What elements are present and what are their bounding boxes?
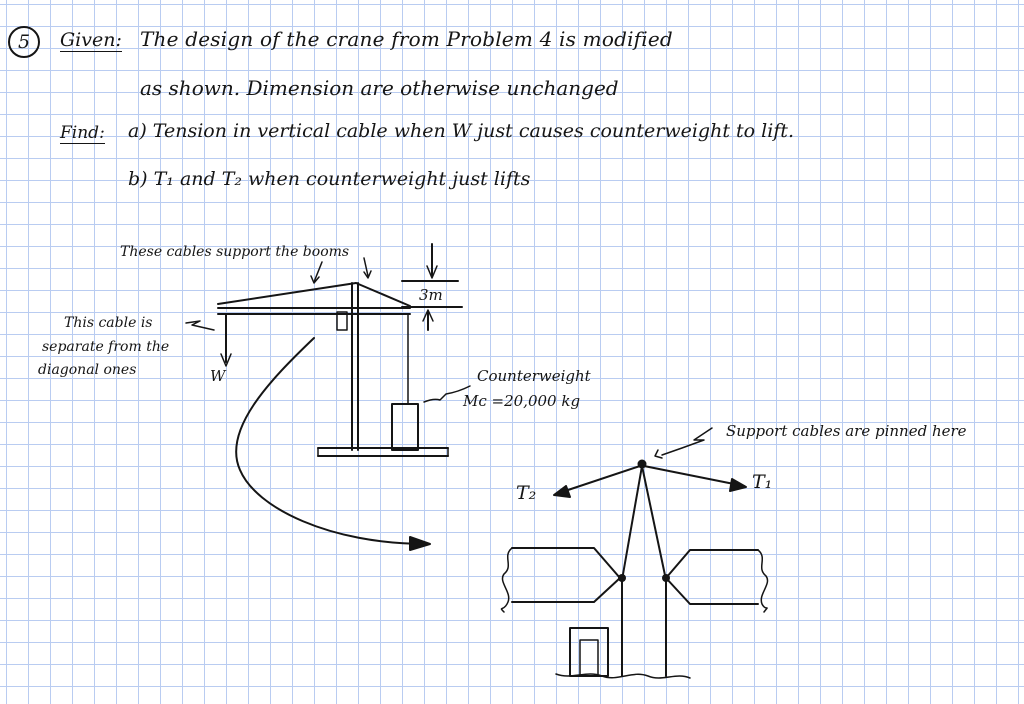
t2-label: T₂ xyxy=(516,482,537,504)
given-label: Given: xyxy=(60,29,122,52)
detail-right-jib xyxy=(665,549,759,605)
t1-label: T₁ xyxy=(752,471,773,493)
right-diagonal-cable xyxy=(355,282,411,307)
cab xyxy=(336,311,348,331)
detail-mast-right-diag xyxy=(641,465,667,581)
t2-force-arrow xyxy=(555,465,641,495)
detail-mast-left-diag xyxy=(621,465,643,581)
counterweight-block xyxy=(391,403,419,451)
detail-ground xyxy=(555,673,691,679)
detail-left-jib xyxy=(511,547,621,603)
pin-note-leader xyxy=(661,427,713,456)
detail-diagram xyxy=(500,427,769,679)
separate-cable-note-line-1: This cable is xyxy=(64,315,153,331)
problem-number: 5 xyxy=(8,26,40,58)
given-statement-line-1: The design of the crane from Problem 4 i… xyxy=(140,27,673,51)
find-part-b: b) T₁ and T₂ when counterweight just lif… xyxy=(128,168,531,190)
separate-cable-note-line-2: separate from the xyxy=(42,339,170,355)
load-label: W xyxy=(210,367,226,385)
separate-cable-note-line-3: diagonal ones xyxy=(38,362,137,378)
t1-force-arrow xyxy=(643,465,745,487)
find-label: Find: xyxy=(60,123,105,144)
counterweight-label: Counterweight xyxy=(477,367,591,385)
left-diagonal-cable xyxy=(217,282,357,305)
detail-arrow xyxy=(235,337,427,545)
pin-note: Support cables are pinned here xyxy=(726,422,967,440)
crane-diagram xyxy=(185,243,471,551)
find-part-a: a) Tension in vertical cable when W just… xyxy=(128,120,794,142)
counterweight-mass-label: Mᴄ =20,000 kg xyxy=(463,392,581,410)
detail-arrowhead xyxy=(409,536,431,551)
load-arrowhead xyxy=(220,353,232,367)
booms-cable-note: These cables support the booms xyxy=(120,244,350,260)
counterweight-leader xyxy=(423,385,471,403)
height-dimension-label: 3m xyxy=(419,286,443,304)
given-statement-line-2: as shown. Dimension are otherwise unchan… xyxy=(140,76,619,100)
separate-cable-arrow xyxy=(185,320,215,331)
detail-cab xyxy=(569,627,609,677)
